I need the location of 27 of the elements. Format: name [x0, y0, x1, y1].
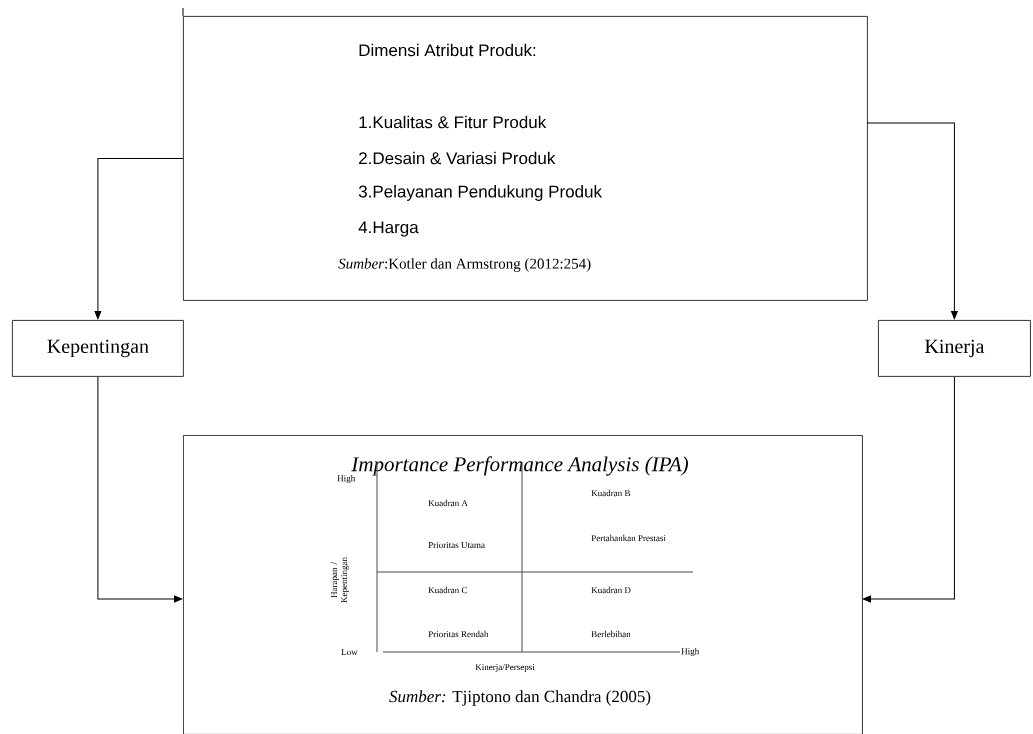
quadrant-label: Berlebihan: [591, 630, 631, 638]
performance-box: Kinerja: [878, 320, 1031, 377]
chart-title: Importance Performance Analysis (IPA): [351, 456, 689, 476]
axis-label: High: [681, 647, 700, 657]
list-item: 3.Pelayanan Pendukung Produk: [358, 185, 603, 201]
arrow: [97, 376, 183, 603]
importance-box: Kepentingan: [12, 320, 184, 377]
axis-title: Kinerja/Persepsi: [475, 664, 535, 672]
quadrant-label: Pertahankan Prestasi: [591, 534, 666, 542]
source-note: Sumber: Tjiptono dan Chandra (2005): [389, 690, 651, 706]
quadrant-label: Kuadran D: [591, 586, 631, 594]
axis-label: Low: [341, 649, 358, 655]
list-item: 2.Desain & Variasi Produk: [359, 151, 556, 165]
quadrant-label: Prioritas Rendah: [428, 630, 489, 638]
quadrant-label: Kuadran A: [428, 499, 468, 507]
list-item: 1.Kualitas & Fitur Produk: [359, 115, 547, 129]
axis-label: High: [337, 474, 356, 484]
heading: Dimensi Atribut Produk:: [359, 43, 536, 57]
quadrant-label: Prioritas Utama: [428, 542, 485, 549]
arrow: [862, 376, 955, 603]
list-item: 4.Harga: [358, 221, 419, 237]
axis-title: Harapan / Kepentingan: [331, 557, 349, 603]
quadrant-label: Kuadran C: [428, 586, 467, 594]
arrow: [866, 122, 958, 320]
source-note: Sumber:Kotler dan Armstrong (2012:254): [338, 258, 591, 272]
arrow: [94, 157, 184, 320]
quadrant-label: Kuadran B: [591, 489, 630, 497]
